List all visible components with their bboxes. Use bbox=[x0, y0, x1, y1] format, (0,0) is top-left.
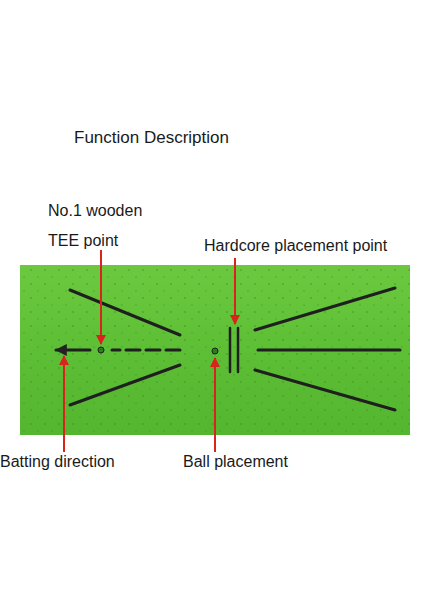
callout-label: Batting direction bbox=[0, 452, 160, 472]
leader-arrows bbox=[64, 250, 235, 452]
hardcore-line bbox=[237, 328, 240, 372]
leader-arrow bbox=[214, 358, 216, 452]
leader-arrow bbox=[63, 356, 65, 452]
direction-arrow bbox=[56, 349, 90, 352]
diagram-title: Function Description bbox=[74, 128, 229, 148]
callout-label: Ball placement bbox=[183, 452, 323, 472]
guide-lines bbox=[56, 288, 400, 410]
guide-line bbox=[255, 370, 395, 410]
callout-label: No.1 wooden TEE point bbox=[48, 196, 163, 256]
guide-line bbox=[70, 290, 180, 335]
guide-line bbox=[70, 365, 180, 405]
tee-point bbox=[98, 347, 104, 353]
leader-arrow bbox=[100, 250, 102, 344]
ball-point bbox=[212, 348, 218, 354]
guide-line bbox=[255, 288, 395, 330]
guide-line bbox=[258, 349, 400, 352]
leader-arrow bbox=[234, 258, 236, 324]
direction-line bbox=[112, 349, 180, 352]
hardcore-line bbox=[229, 328, 232, 372]
callout-label: Hardcore placement point bbox=[204, 236, 424, 256]
